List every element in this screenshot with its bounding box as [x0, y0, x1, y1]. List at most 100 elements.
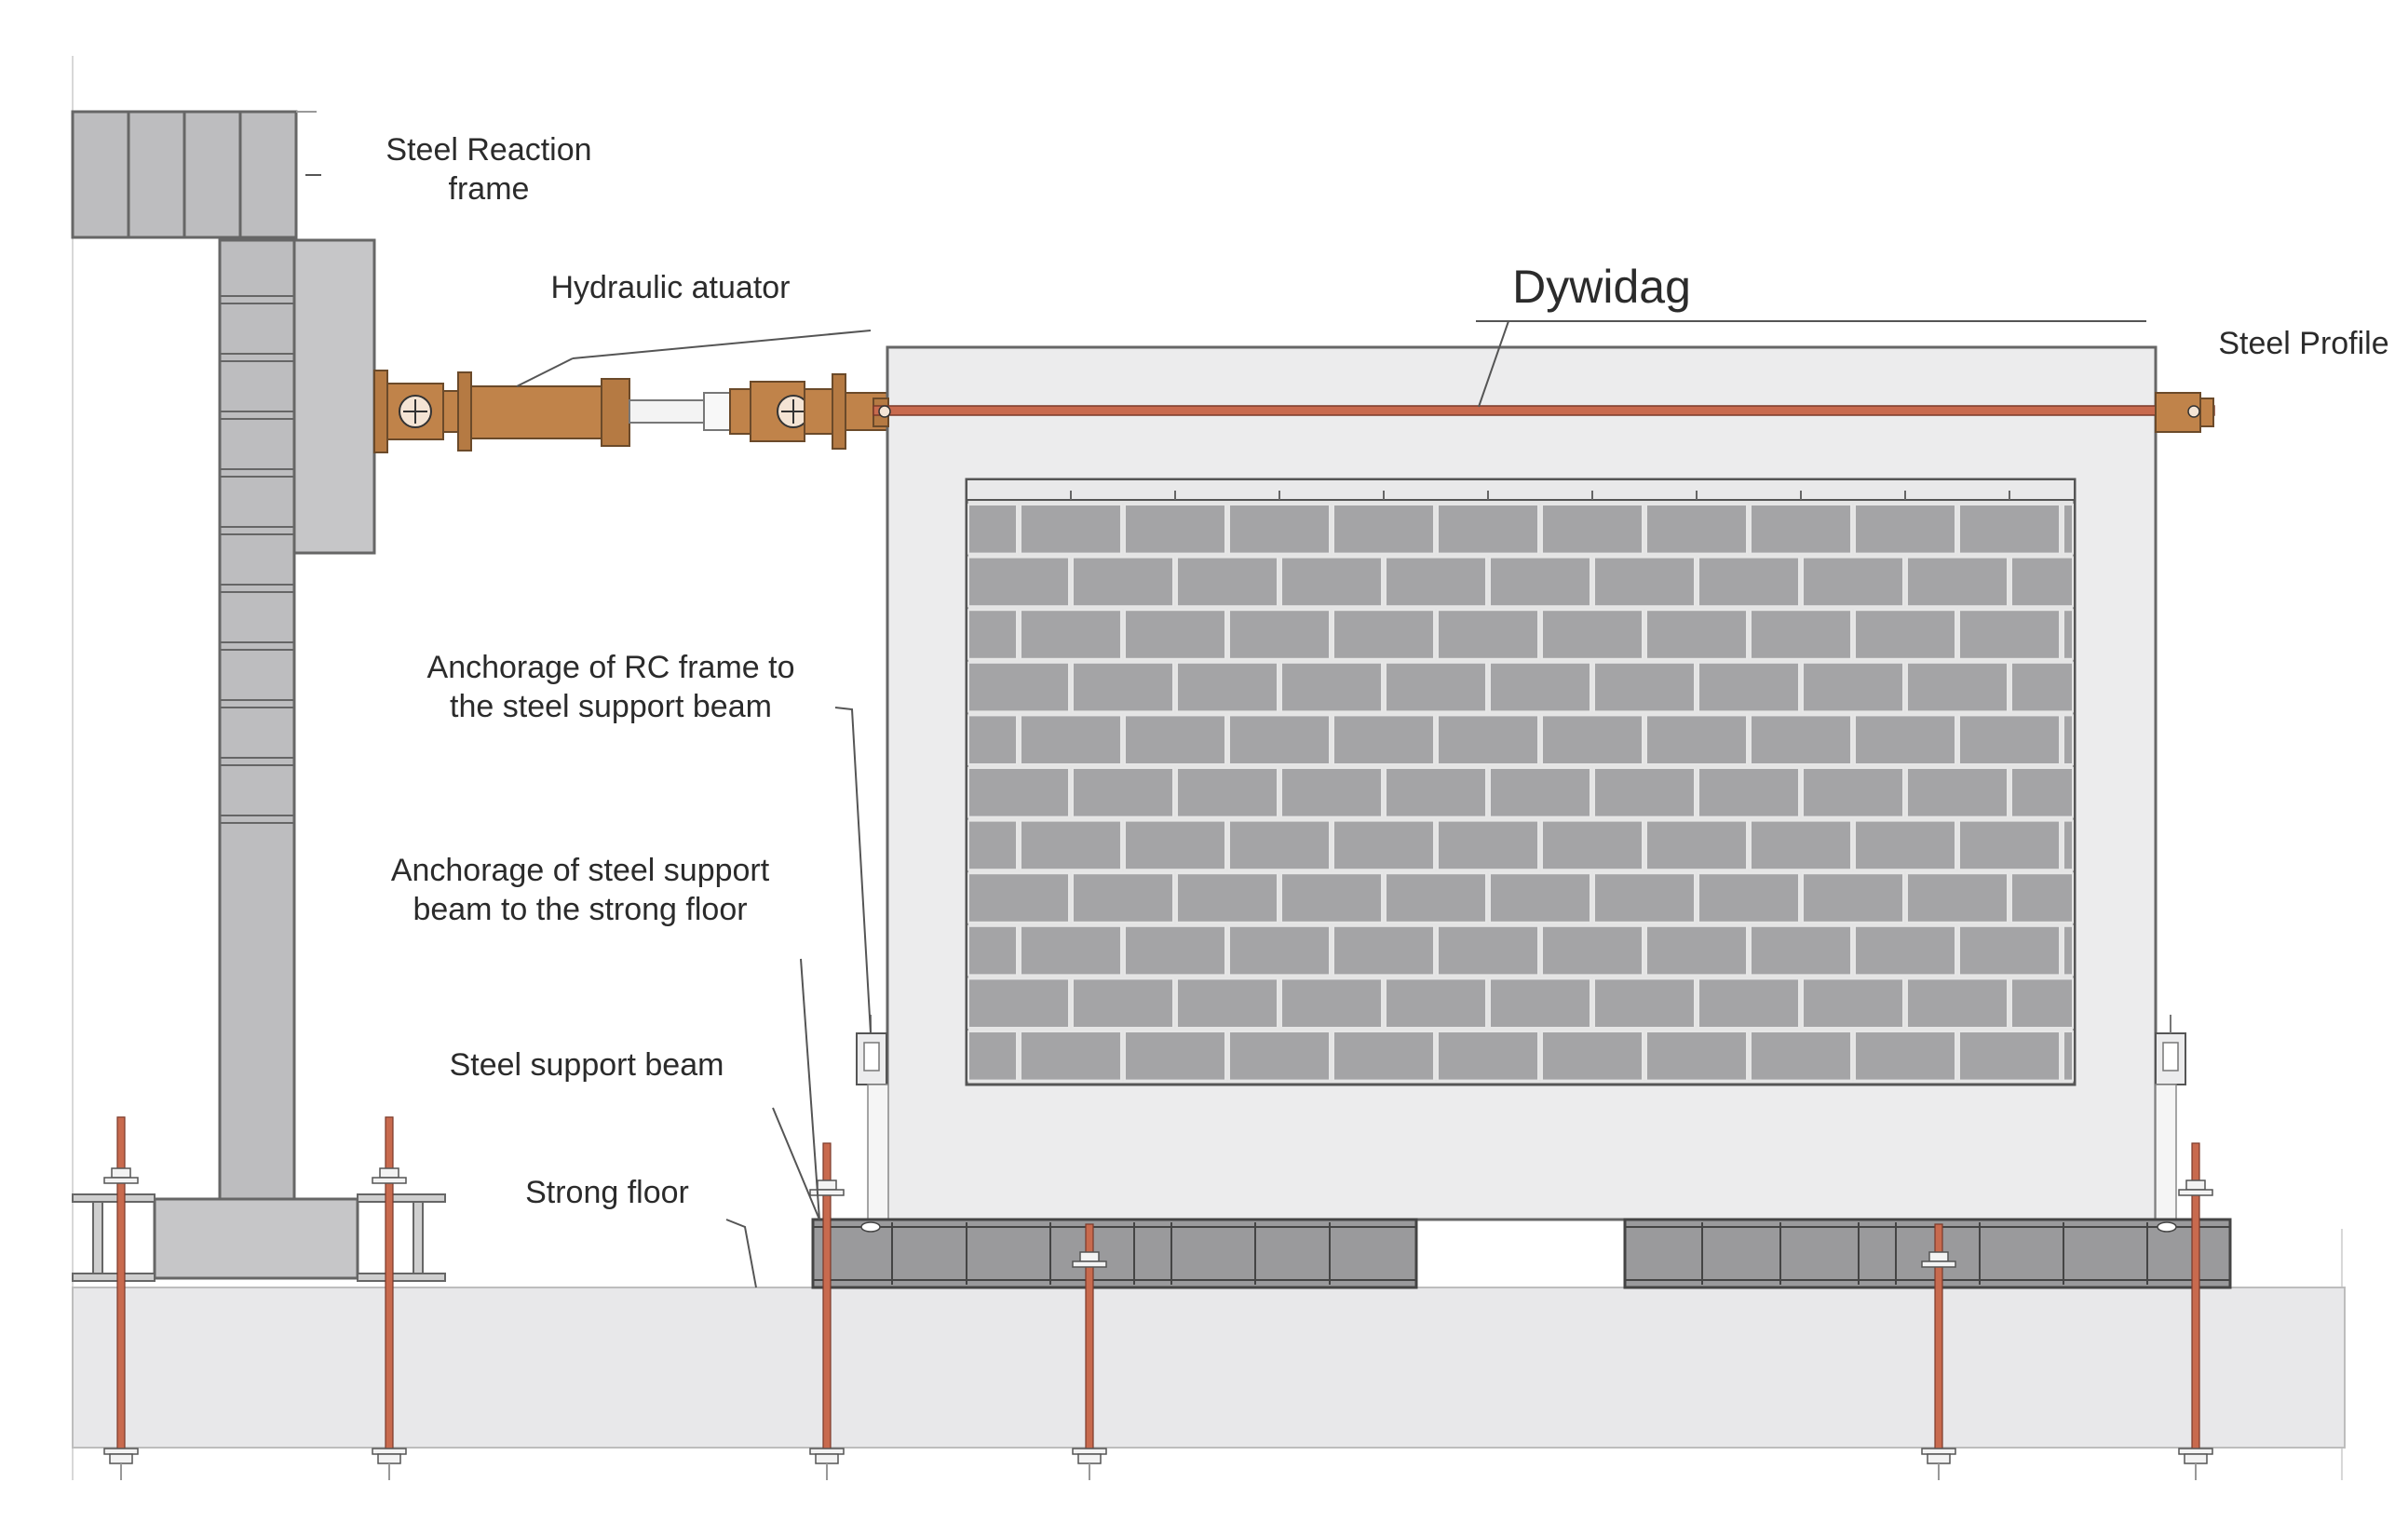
- anchor-rod: [116, 1116, 126, 1449]
- rod-nut: [817, 1179, 837, 1191]
- brick: [1802, 872, 1904, 923]
- brick: [1333, 609, 1435, 660]
- brick: [1854, 609, 1956, 660]
- steel-support-beam-left: [811, 1218, 1418, 1289]
- brick: [1020, 819, 1122, 871]
- rod-washer: [1072, 1448, 1107, 1455]
- brick: [1228, 714, 1331, 766]
- brick: [1385, 767, 1487, 818]
- rod-washer: [809, 1448, 845, 1455]
- brick: [1489, 977, 1591, 1030]
- rod-nut: [1927, 1453, 1951, 1464]
- rod-nut: [815, 1453, 839, 1464]
- anchor-rods: [103, 1116, 2213, 1480]
- brick: [1802, 556, 1904, 608]
- rod-nut: [379, 1167, 399, 1179]
- rod-washer: [2178, 1189, 2213, 1196]
- reaction-frame-plate: [292, 238, 376, 555]
- brick: [1906, 556, 2009, 608]
- brick: [1541, 819, 1644, 871]
- brick: [1750, 1031, 1852, 1082]
- brick: [1020, 504, 1122, 555]
- brick: [1958, 609, 2061, 660]
- rod-nut: [1077, 1453, 1102, 1464]
- brick: [1333, 1031, 1435, 1082]
- rod-nut: [2184, 1453, 2208, 1464]
- label-strong-floor: Strong floor: [525, 1175, 689, 1210]
- brick: [1489, 661, 1591, 713]
- brick: [1176, 661, 1278, 713]
- rod-washer: [1072, 1260, 1107, 1268]
- brick: [1906, 977, 2009, 1030]
- brick: [1228, 504, 1331, 555]
- brick: [1645, 714, 1748, 766]
- brick: [1645, 1031, 1748, 1082]
- brick: [1854, 504, 1956, 555]
- brick: [1698, 767, 1800, 818]
- brick: [1437, 714, 1539, 766]
- brick: [1333, 714, 1435, 766]
- brick: [1124, 924, 1226, 977]
- label-anchorage-steel-beam: Anchorage of steel support: [391, 853, 770, 888]
- brick: [967, 609, 1018, 660]
- brick: [1698, 661, 1800, 713]
- brick: [1958, 504, 2061, 555]
- anchor-rod: [385, 1116, 394, 1449]
- brick: [1541, 714, 1644, 766]
- brick: [1228, 609, 1331, 660]
- brick: [1958, 1031, 2061, 1082]
- brick: [1385, 661, 1487, 713]
- brick: [1072, 872, 1174, 923]
- brick: [967, 1031, 1018, 1082]
- brick: [1698, 556, 1800, 608]
- brick: [1541, 924, 1644, 977]
- rod-nut: [1079, 1251, 1100, 1262]
- brick: [1541, 1031, 1644, 1082]
- brick: [1489, 556, 1591, 608]
- brick: [1124, 504, 1226, 555]
- label-anchorage-steel-beam-2: beam to the strong floor: [413, 892, 747, 927]
- brick: [1437, 819, 1539, 871]
- brick: [967, 924, 1018, 977]
- rod-washer: [103, 1448, 139, 1455]
- rod-washer: [372, 1177, 407, 1184]
- brick: [1072, 661, 1174, 713]
- brick: [2063, 504, 2074, 555]
- brick: [1437, 924, 1539, 977]
- brick: [1072, 556, 1174, 608]
- brick: [1593, 556, 1696, 608]
- brick: [1906, 767, 2009, 818]
- brick: [1750, 714, 1852, 766]
- brick: [1593, 767, 1696, 818]
- brick: [1854, 924, 1956, 977]
- hydraulic-actuator: [373, 370, 889, 453]
- dywidag-bar: [873, 392, 2215, 433]
- brick: [1489, 872, 1591, 923]
- rod-nut: [2185, 1179, 2206, 1191]
- brick: [967, 872, 1070, 923]
- brick: [1280, 661, 1383, 713]
- brick: [1698, 872, 1800, 923]
- brick: [1124, 609, 1226, 660]
- rod-washer: [103, 1177, 139, 1184]
- rod-nut: [377, 1453, 401, 1464]
- brick: [1072, 977, 1174, 1030]
- brick: [1854, 819, 1956, 871]
- brick: [2010, 661, 2074, 713]
- brick: [1645, 819, 1748, 871]
- brick: [1489, 767, 1591, 818]
- brick: [1020, 609, 1122, 660]
- reaction-frame-column: [218, 238, 296, 1201]
- label-anchorage-rc-frame-2: the steel support beam: [450, 689, 772, 724]
- brick: [1593, 872, 1696, 923]
- brick: [2063, 714, 2074, 766]
- brick: [1176, 977, 1278, 1030]
- brick: [1072, 767, 1174, 818]
- brick: [967, 767, 1070, 818]
- brick: [967, 504, 1018, 555]
- actuator-piston: [629, 399, 705, 424]
- brick: [1750, 819, 1852, 871]
- brick: [1020, 1031, 1122, 1082]
- rod-washer: [1921, 1260, 1956, 1268]
- rod-washer: [809, 1189, 845, 1196]
